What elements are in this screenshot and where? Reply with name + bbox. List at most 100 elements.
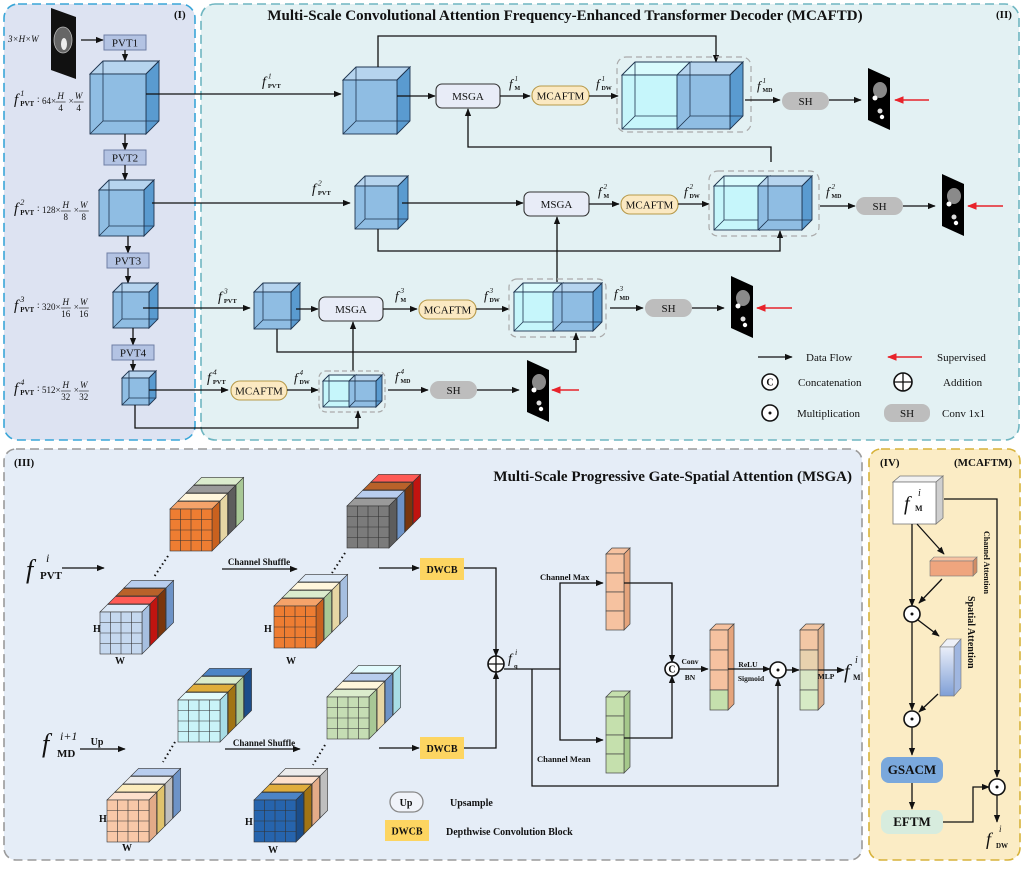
channel-shuffle-label-2: Channel Shuffle — [233, 738, 295, 748]
cube-hidden-edge — [757, 176, 812, 231]
slice-top — [185, 684, 237, 693]
column-cell — [799, 629, 819, 651]
mask-blob — [951, 214, 957, 220]
encoder-feature-cube-2 — [97, 178, 156, 238]
dim-w-div: 8 — [82, 212, 87, 222]
feature-symbol: f — [294, 370, 300, 385]
connector-line — [624, 675, 676, 739]
feature-subscript: PVT — [213, 379, 227, 386]
feature-superscript: i — [918, 488, 921, 499]
encoder-feature-cube-3 — [111, 281, 160, 330]
feature-subscript: M — [915, 504, 923, 513]
cube-hidden-edge — [621, 62, 691, 130]
mcaftm-button-2: MCAFTM — [620, 194, 679, 215]
column-side — [623, 690, 631, 774]
fusion-outline — [508, 278, 607, 338]
channel-slice — [99, 603, 151, 655]
mcaftm-button-1: MCAFTM — [531, 85, 590, 106]
decoder-panel-label: (II) — [996, 9, 1012, 21]
dark-cube — [756, 174, 814, 232]
decoder-fused-block-2 — [708, 170, 820, 237]
slice-side — [368, 688, 377, 740]
sh-button-2: SH — [856, 197, 903, 215]
pvt-block-4: PVT4 — [111, 344, 155, 361]
feature-superscript: 1 — [20, 89, 24, 98]
legend-dwcb-label: Depthwise Convolution Block — [446, 827, 573, 838]
dwcb-block-top-label: DWCB — [426, 565, 457, 576]
dwcb-block-top-shape — [420, 558, 464, 580]
slice-top — [177, 493, 229, 502]
feature-symbol: f — [508, 652, 514, 667]
feature-superscript: 1 — [514, 75, 518, 83]
sh-button-3-shape — [645, 299, 692, 317]
channel-multiply-operator — [903, 605, 921, 623]
feature-symbol: f — [312, 182, 318, 197]
dwcb-block-bottom: DWCB — [420, 737, 464, 759]
feature-symbol: f — [14, 201, 20, 217]
slice-top — [130, 768, 182, 777]
dim-w-div: 32 — [79, 392, 88, 402]
feature-symbol: f — [484, 288, 490, 303]
msga-button-1-label: MSGA — [452, 91, 484, 103]
decoder-panel — [200, 3, 1020, 441]
channel-slice — [177, 691, 229, 743]
feature-superscript: 3 — [223, 286, 228, 295]
cube-hidden-edge — [513, 283, 563, 332]
dim-w: W — [80, 297, 89, 307]
column-cell — [799, 669, 819, 691]
legend-multiplication-icon — [761, 404, 779, 422]
channel-stack-up-bottom — [106, 767, 182, 843]
attention-output-column — [799, 623, 825, 711]
pvt-block-3: PVT3 — [106, 252, 150, 269]
feature-subscript: MD — [400, 379, 411, 385]
column-cell — [799, 689, 819, 711]
dim-w: W — [80, 200, 89, 210]
cube-top — [891, 475, 945, 483]
slice-side — [243, 667, 252, 719]
feature-superscript: 2 — [20, 198, 24, 207]
decoder-cube-3 — [252, 281, 302, 331]
gsacm-block: GSACM — [881, 757, 943, 783]
msga-button-2: MSGA — [523, 191, 590, 217]
mask-blob — [531, 387, 537, 393]
feature-subscript: PVT — [20, 101, 34, 108]
connector-line — [917, 619, 940, 637]
mcaftm-panel-label: (IV) — [880, 457, 900, 469]
feature-subscript: MD — [831, 194, 842, 200]
slice-side — [235, 675, 244, 727]
cube-side — [375, 373, 383, 409]
slice-side — [319, 767, 328, 819]
channel-slice — [106, 791, 158, 843]
column-cell — [605, 734, 625, 755]
column-cell — [605, 696, 625, 717]
feature-superscript: i — [515, 648, 517, 657]
column-cell — [605, 715, 625, 736]
decoder-fused-block-4 — [318, 370, 386, 413]
dot-glyph — [910, 717, 914, 721]
channel-count: 64× — [42, 96, 56, 106]
slice-top — [122, 776, 174, 785]
slice-top — [185, 485, 237, 494]
slice-top — [281, 590, 333, 599]
feature-superscript: 2 — [603, 183, 607, 191]
slice-top — [106, 792, 158, 801]
dim-h: H — [62, 297, 70, 307]
column-cell — [709, 629, 729, 651]
slice-side — [219, 492, 228, 544]
cube-hidden-edge — [348, 375, 382, 408]
connector-line — [559, 669, 604, 744]
feature-subscript: PVT — [20, 390, 34, 397]
feature-symbol: f — [262, 75, 268, 90]
eftm-block-shape — [881, 810, 943, 834]
fusion-outline — [708, 170, 820, 237]
slice-top — [193, 676, 245, 685]
feature-superscript: 4 — [20, 378, 24, 387]
feature-symbol: f — [596, 76, 602, 91]
mask-blob — [742, 322, 748, 328]
